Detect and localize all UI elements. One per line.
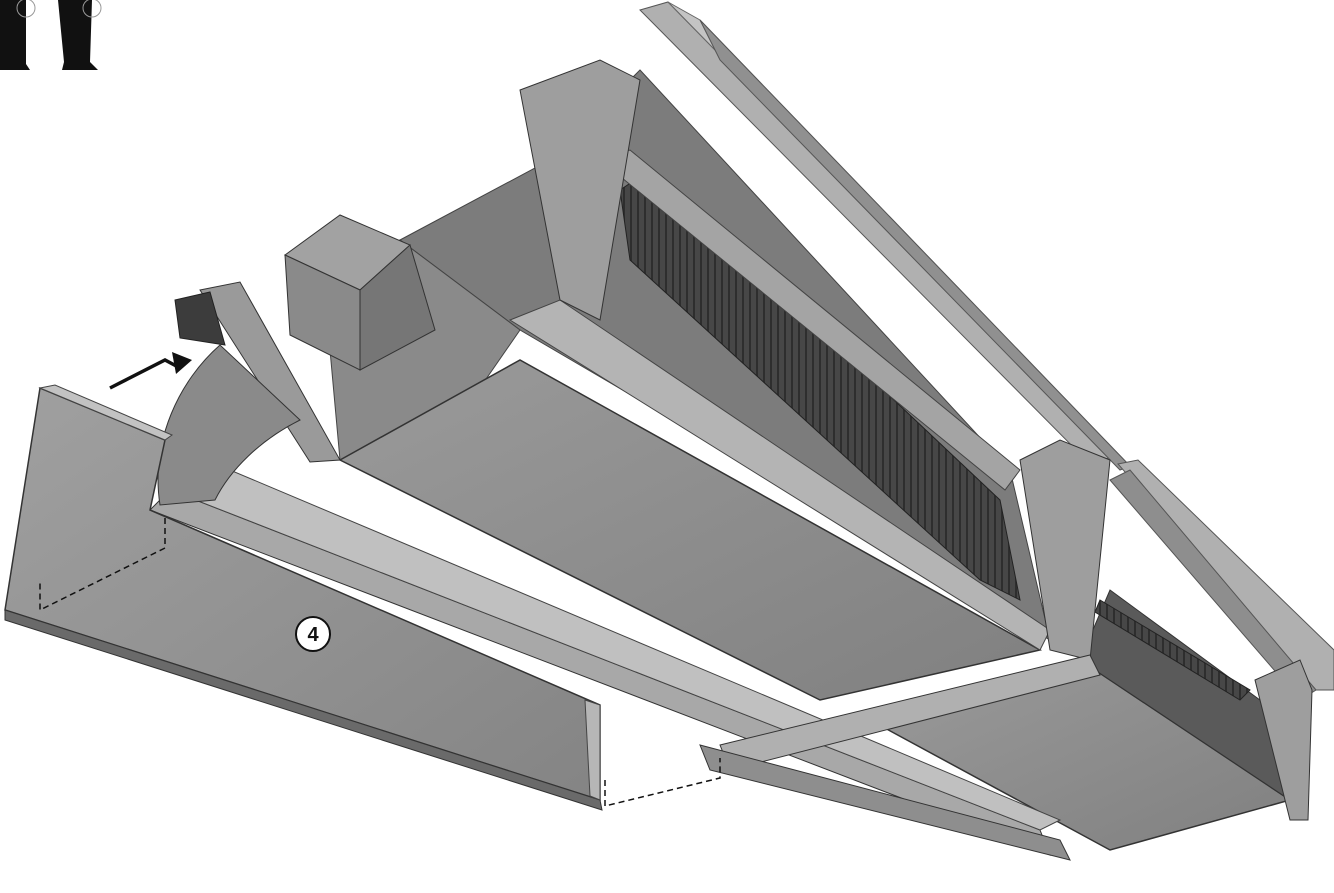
alignment-dashed-lines (39, 518, 721, 807)
electrical-junction-box (284, 214, 436, 371)
person-feet-icon (0, 0, 102, 70)
insert-direction-arrow-icon (109, 352, 192, 390)
callout-4: 4 (295, 616, 331, 652)
lower-support-rail (149, 469, 1101, 861)
top-mounting-rail (639, 1, 1334, 701)
mounting-brackets (174, 59, 1313, 821)
callout-4-label: 4 (307, 624, 319, 646)
detached-discharge-panel (4, 384, 603, 811)
